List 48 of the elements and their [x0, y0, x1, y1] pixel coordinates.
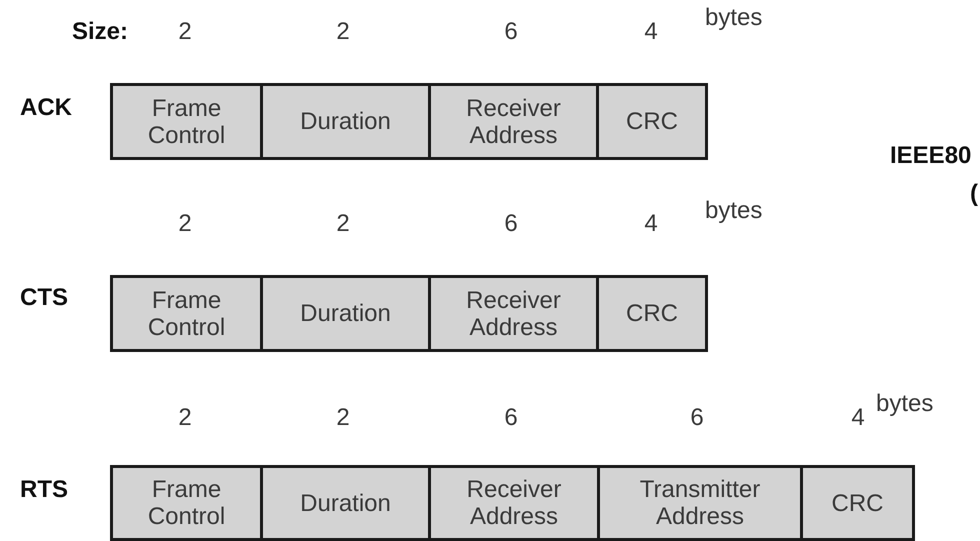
frame-type-label: RTS	[20, 476, 68, 504]
size-heading: Size:	[72, 18, 128, 46]
field-name: Frame Control	[146, 476, 226, 530]
byte-count: 2	[336, 210, 350, 238]
field-name: CRC	[830, 490, 884, 516]
field-name: Receiver Address	[465, 286, 562, 340]
frame-type-label: ACK	[20, 94, 72, 122]
side-heading: IEEE80	[890, 142, 972, 170]
field-name: Transmitter Address	[638, 476, 762, 530]
frame-type-label: CTS	[20, 284, 68, 312]
byte-count: 2	[336, 404, 350, 432]
byte-count: 2	[336, 18, 350, 46]
field-name: Duration	[299, 300, 392, 327]
byte-count: 4	[644, 18, 658, 46]
field-name: Frame Control	[146, 286, 226, 340]
byte-count: 6	[504, 210, 518, 238]
field-cell	[260, 83, 431, 160]
unit-label: bytes	[705, 4, 762, 32]
field-cell	[110, 83, 263, 160]
field-cell	[110, 465, 263, 541]
field-cell	[596, 83, 708, 160]
field-cell	[260, 465, 431, 541]
byte-count: 6	[690, 404, 704, 432]
field-cell	[428, 83, 599, 160]
field-cell	[596, 275, 708, 352]
field-cell	[260, 275, 431, 352]
byte-count: 2	[178, 210, 192, 238]
field-cell	[428, 465, 600, 541]
field-cell	[597, 465, 803, 541]
unit-label: bytes	[876, 390, 934, 418]
byte-count: 4	[644, 210, 658, 238]
unit-label: bytes	[705, 197, 762, 225]
field-cell	[110, 275, 263, 352]
field-cell	[428, 275, 599, 352]
byte-count: 6	[504, 18, 518, 46]
byte-count: 2	[178, 18, 192, 46]
byte-count: 2	[178, 404, 192, 432]
field-name: CRC	[625, 300, 679, 327]
field-cell	[800, 465, 915, 541]
side-heading: (	[970, 180, 978, 208]
byte-count: 6	[504, 404, 518, 432]
field-name: Duration	[299, 490, 392, 516]
byte-count: 4	[851, 404, 865, 432]
field-name: Duration	[299, 108, 392, 135]
field-name: Receiver Address	[465, 94, 562, 148]
field-name: Receiver Address	[466, 476, 562, 530]
field-name: Frame Control	[146, 94, 226, 148]
field-name: CRC	[625, 108, 679, 135]
